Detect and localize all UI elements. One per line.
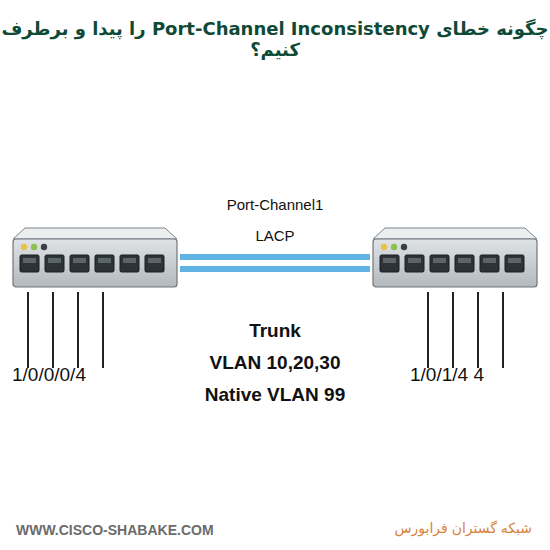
- link-label: Port-Channel1: [227, 196, 324, 213]
- port-pins: [148, 258, 161, 263]
- network-switch: 1/0/0/0/4: [10, 226, 180, 290]
- link-gap: [180, 260, 370, 266]
- left-port-wires: [28, 292, 103, 368]
- ethernet-port: [145, 255, 164, 272]
- ethernet-port: [95, 255, 114, 272]
- port-wire: [77, 292, 79, 368]
- port-pins: [73, 258, 86, 263]
- port-pins: [508, 258, 521, 263]
- link-label: VLAN 10,20,30: [210, 352, 341, 374]
- port-channel-link: [180, 254, 370, 272]
- ethernet-port: [380, 255, 399, 272]
- network-switch: 1/0/1/4 4: [370, 226, 540, 290]
- ethernet-port: [455, 255, 474, 272]
- port-wire: [477, 292, 479, 368]
- port-wire: [52, 292, 54, 368]
- port-pins: [123, 258, 136, 263]
- switch-front: [373, 239, 537, 287]
- status-led: [21, 244, 27, 250]
- port-pins: [383, 258, 396, 263]
- port-pins: [23, 258, 36, 263]
- port-pins: [483, 258, 496, 263]
- right-port-wires: [428, 292, 503, 368]
- switch-top: [13, 228, 177, 239]
- ethernet-port: [405, 255, 424, 272]
- switch-body: [370, 226, 540, 290]
- status-led: [31, 244, 37, 250]
- link-label: Native VLAN 99: [205, 384, 345, 406]
- port-pins: [48, 258, 61, 263]
- page-title: چگونه خطای Port-Channel Inconsistency را…: [0, 18, 550, 60]
- switch-body: [10, 226, 180, 290]
- ethernet-port: [430, 255, 449, 272]
- port-label: 1/0/0/0/4: [12, 364, 86, 386]
- ethernet-port: [505, 255, 524, 272]
- port-wire: [427, 292, 429, 368]
- status-led: [391, 244, 397, 250]
- port-pins: [433, 258, 446, 263]
- port-wire: [27, 292, 29, 368]
- port-wire: [102, 292, 104, 368]
- port-label: 1/0/1/4 4: [410, 364, 484, 386]
- switch-top: [373, 228, 537, 239]
- watermark: WWW.CISCO-SHABAKE.COM: [16, 522, 214, 538]
- switch-front: [13, 239, 177, 287]
- port-wire: [502, 292, 504, 368]
- watermark: شبکه گستران فرابورس: [394, 520, 532, 536]
- ethernet-port: [120, 255, 139, 272]
- port-pins: [98, 258, 111, 263]
- ethernet-port: [45, 255, 64, 272]
- status-led: [381, 244, 387, 250]
- port-wire: [452, 292, 454, 368]
- status-led: [41, 244, 47, 250]
- link-label: Trunk: [249, 320, 301, 342]
- status-led: [401, 244, 407, 250]
- ethernet-port: [70, 255, 89, 272]
- ethernet-port: [480, 255, 499, 272]
- port-pins: [408, 258, 421, 263]
- port-pins: [458, 258, 471, 263]
- link-label: LACP: [255, 227, 294, 244]
- ethernet-port: [20, 255, 39, 272]
